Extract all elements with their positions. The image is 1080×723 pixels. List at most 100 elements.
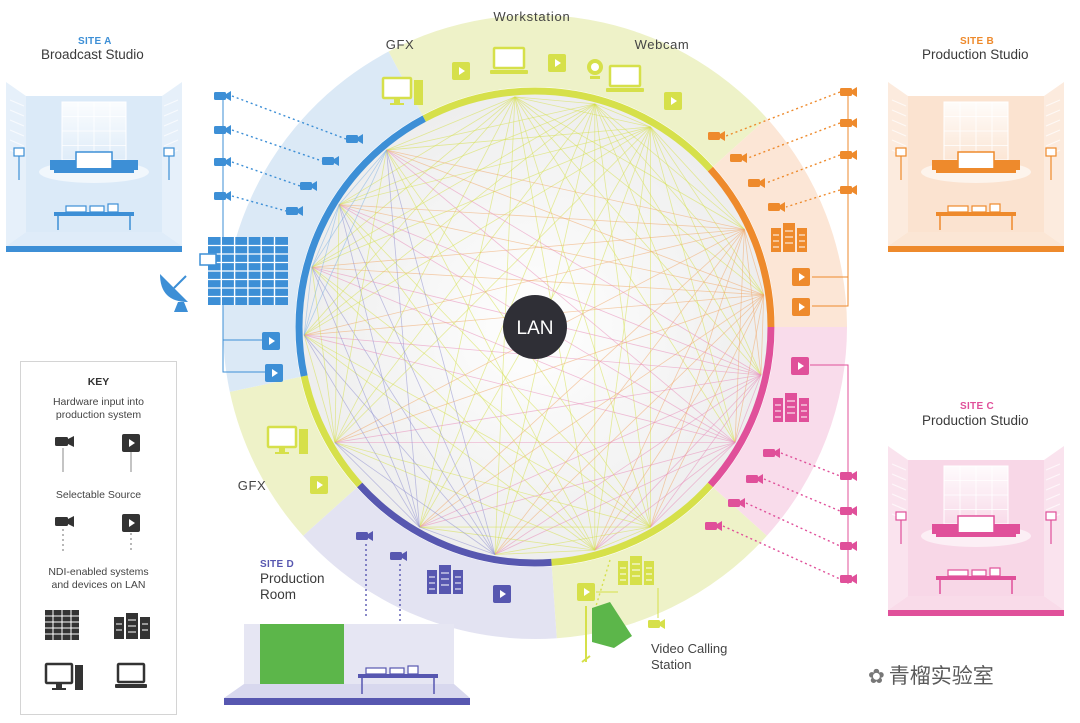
gfx-top-label: GFX	[386, 37, 415, 52]
ring-arc-site-d	[357, 482, 552, 567]
site-b-studio	[888, 82, 1064, 252]
webcam-icon	[587, 59, 603, 79]
mesh-line	[303, 149, 387, 336]
key-hardware-text: Hardware input into production system	[52, 396, 145, 421]
site-b-play-icon	[792, 268, 810, 286]
mesh-line	[334, 442, 496, 555]
dotted-connector	[231, 95, 347, 140]
dotted-connector	[231, 129, 323, 162]
mesh-line	[386, 96, 516, 151]
sector-site-c	[713, 327, 847, 536]
mesh-line	[334, 442, 420, 528]
dotted-connector	[765, 154, 841, 184]
mesh-line	[311, 267, 420, 528]
mesh-line	[514, 96, 651, 128]
ring-arc-gfx-left	[300, 375, 363, 488]
site-b-camera-icon	[768, 202, 785, 212]
mesh-line	[303, 334, 336, 443]
ring-arc-site-b	[707, 166, 775, 328]
mesh-line	[594, 442, 736, 551]
site-a-camera-icon	[214, 157, 231, 167]
key-ndi-text: NDI-enabled systems and devices on LAN	[48, 566, 149, 591]
mesh-line	[734, 374, 762, 443]
solid-connector	[222, 100, 265, 373]
workstation-desktop-icon	[381, 76, 423, 105]
mesh-line	[594, 103, 765, 296]
mesh-line	[311, 266, 764, 296]
site-b-tag: SITE B	[960, 36, 995, 47]
mesh-line	[311, 204, 340, 268]
mesh-line	[386, 149, 762, 376]
site-c-camera-icon	[763, 448, 780, 458]
site-a-camera-icon	[214, 91, 231, 101]
video-calling-label: Video Calling Station	[651, 641, 728, 672]
mesh-line	[650, 229, 745, 528]
mesh-line	[334, 204, 340, 443]
dotted-connector	[595, 559, 611, 607]
dotted-connector	[725, 91, 841, 137]
mesh-line	[760, 294, 765, 376]
mesh-line	[650, 442, 736, 528]
mesh-line	[338, 204, 596, 551]
dotted-connector	[231, 161, 301, 187]
ring-arc-site-a	[295, 115, 426, 377]
mesh-line	[650, 374, 762, 528]
site-c-name: Production Studio	[922, 413, 1029, 428]
mesh-line	[594, 103, 736, 443]
workstation-laptop-icon	[490, 46, 528, 74]
workstation-label: Workstation	[493, 9, 570, 24]
mesh-line	[514, 96, 765, 296]
mesh-line	[594, 526, 651, 551]
mesh-line	[419, 374, 762, 528]
site-b-play-icon	[792, 298, 810, 316]
mesh-line	[311, 96, 516, 268]
site-c-studio	[888, 446, 1064, 616]
site-a-play-icon	[265, 364, 283, 382]
mesh-line	[338, 96, 516, 205]
site-d-camera-icon	[390, 551, 407, 561]
sector-site-a	[223, 51, 423, 392]
mesh-line	[514, 96, 762, 376]
site-b-camera-icon	[840, 87, 857, 97]
mesh-line	[339, 204, 745, 230]
mesh-line	[594, 294, 765, 551]
mesh-line	[386, 149, 596, 551]
mesh-line	[594, 126, 651, 551]
gfx-desktop-icon	[266, 425, 308, 454]
site-c-camera-icon	[705, 521, 722, 531]
watermark: ✿青榴实验室	[868, 660, 994, 690]
lan-hub-label: LAN	[517, 318, 554, 339]
mesh-line	[303, 103, 596, 336]
mesh-line	[311, 149, 387, 268]
workstation-play-icon	[452, 62, 470, 80]
mesh-line	[311, 103, 595, 268]
mesh-line	[338, 149, 387, 205]
dotted-connector	[722, 525, 841, 580]
site-a-camera-icon	[214, 191, 231, 201]
key-camera-selectable-icon	[55, 516, 74, 527]
site-d-camera-icon	[356, 531, 373, 541]
mesh-line	[338, 204, 496, 555]
key-server-icon	[114, 613, 150, 639]
mesh-line	[303, 334, 651, 528]
mesh-line	[743, 229, 765, 295]
site-a-studio	[6, 82, 182, 252]
key-laptop-icon	[115, 662, 147, 688]
video-calling-camera-icon	[648, 619, 665, 629]
satellite-dish-icon	[160, 274, 188, 312]
mesh-line	[594, 103, 762, 376]
mesh-line	[734, 294, 765, 443]
dotted-connector	[763, 478, 841, 512]
mesh-line	[334, 103, 596, 443]
webcam-play-icon	[664, 92, 682, 110]
mesh-line	[386, 149, 745, 230]
site-c-camera-icon	[840, 574, 857, 584]
mesh-line	[338, 204, 762, 376]
site-b-camera-icon	[840, 185, 857, 195]
key-play-selectable-icon	[122, 514, 140, 532]
site-b-name: Production Studio	[922, 47, 1029, 62]
sector-workstation	[388, 14, 767, 167]
site-b-server-icon	[771, 223, 807, 252]
mesh-line	[386, 149, 496, 555]
